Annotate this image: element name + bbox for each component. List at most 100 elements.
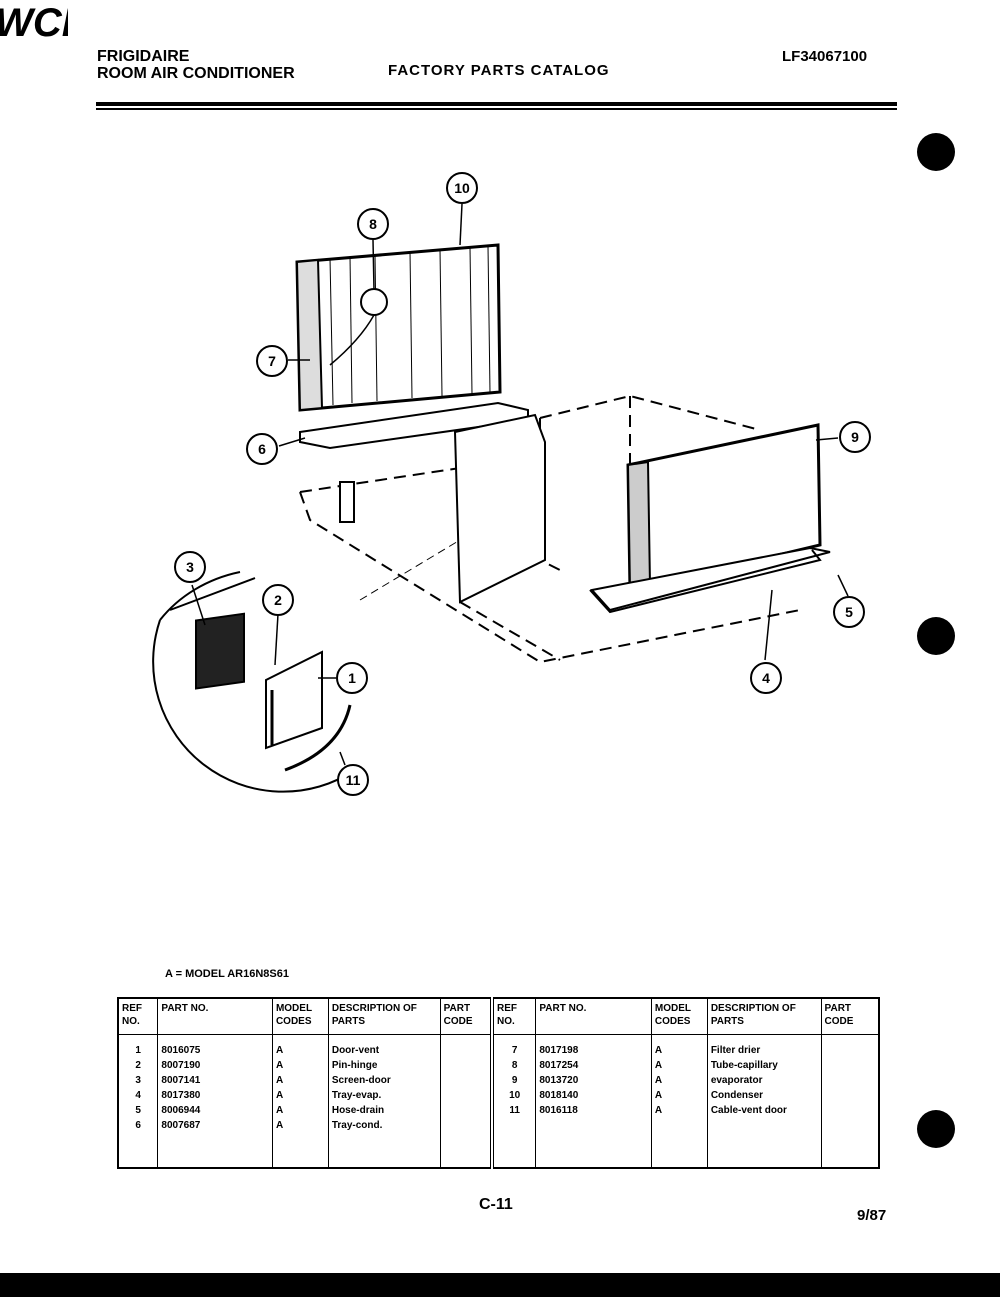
leader-lines <box>191 203 849 766</box>
ref-cell: 5 <box>135 1104 141 1116</box>
ref-cell: 6 <box>135 1119 141 1131</box>
binder-hole <box>917 133 955 171</box>
svg-text:1: 1 <box>348 670 356 686</box>
evaporator-coil <box>589 423 831 614</box>
model-code-cell: A <box>654 1059 663 1071</box>
svg-text:8: 8 <box>369 216 377 232</box>
description-cell: Pin-hinge <box>331 1059 378 1071</box>
description-cell: Tray-cond. <box>331 1119 383 1131</box>
model-code-cell: A <box>275 1089 284 1101</box>
svg-text:5: 5 <box>845 604 853 620</box>
callout-8: 8 <box>357 208 389 240</box>
description-column: Filter drier Tube-capillary evaporator C… <box>706 1034 822 1168</box>
document-number: LF34067100 <box>782 48 868 65</box>
svg-text:4: 4 <box>762 670 770 686</box>
brand-block: FRIGIDAIRE ROOM AIR CONDITIONER <box>97 48 295 82</box>
exploded-parts-diagram: 10 8 7 6 9 3 2 5 1 4 11 <box>152 172 871 796</box>
description-header: DESCRIPTION OF PARTS <box>327 998 441 1035</box>
part-cell: 8017198 <box>539 1044 579 1056</box>
model-code-column: A A A A A <box>650 1034 708 1168</box>
callout-5: 5 <box>833 596 865 628</box>
model-code-cell: A <box>275 1104 284 1116</box>
svg-text:7: 7 <box>268 353 276 369</box>
center-partition <box>339 413 546 604</box>
header-rule <box>96 102 897 106</box>
part-code-column <box>820 1034 879 1168</box>
svg-text:2: 2 <box>274 592 282 608</box>
ref-cell: 2 <box>135 1059 141 1071</box>
callout-10: 10 <box>446 172 478 204</box>
description-cell: Filter drier <box>710 1044 761 1056</box>
part-cell: 8018140 <box>539 1089 579 1101</box>
ref-cell: 3 <box>135 1074 141 1086</box>
ref-cell: 1 <box>135 1044 141 1056</box>
callout-11: 11 <box>337 764 369 796</box>
svg-text:9: 9 <box>851 429 859 445</box>
ref-cell: 8 <box>511 1059 518 1071</box>
model-code-cell: A <box>654 1104 663 1116</box>
detail-view <box>152 539 461 793</box>
wci-logo: WCI <box>0 1 74 45</box>
product-line: ROOM AIR CONDITIONER <box>97 65 295 82</box>
part-cell: 8007190 <box>161 1059 201 1071</box>
print-date: 9/87 <box>857 1207 887 1224</box>
description-cell: evaporator <box>710 1074 763 1086</box>
description-header: DESCRIPTION OF PARTS <box>706 998 822 1035</box>
condenser-coil <box>295 243 502 412</box>
part-code-header: PART CODE <box>820 998 879 1035</box>
model-code-cell: A <box>654 1044 663 1056</box>
binder-hole <box>917 1110 955 1148</box>
parts-table: REF NO. PART NO. MODEL CODES DESCRIPTION… <box>117 997 880 1169</box>
model-note: A = MODEL AR16N8S61 <box>165 968 289 980</box>
description-cell: Tray-evap. <box>331 1089 382 1101</box>
ref-cell: 10 <box>509 1089 521 1101</box>
model-code-cell: A <box>275 1059 284 1071</box>
callout-3: 3 <box>174 551 206 583</box>
part-no-header: PART NO. <box>157 998 273 1035</box>
binder-hole <box>917 617 955 655</box>
description-cell: Tube-capillary <box>710 1059 778 1071</box>
ref-no-header: REF NO. <box>489 998 536 1035</box>
ref-column: 7 8 9 10 11 <box>489 1034 536 1168</box>
callout-6: 6 <box>246 433 278 465</box>
part-cell: 8007141 <box>161 1074 201 1086</box>
part-cell: 8013720 <box>539 1074 579 1086</box>
svg-text:3: 3 <box>186 559 194 575</box>
part-code-header: PART CODE <box>439 998 492 1035</box>
header-rule-thin <box>96 108 897 110</box>
description-cell: Door-vent <box>331 1044 380 1056</box>
page-number: C-11 <box>479 1196 513 1213</box>
ref-cell: 9 <box>511 1074 518 1086</box>
part-no-header: PART NO. <box>535 998 652 1035</box>
callout-2: 2 <box>262 584 294 616</box>
part-cell: 8017254 <box>539 1059 579 1071</box>
model-codes-header: MODEL CODES <box>650 998 708 1035</box>
part-column: 8016075 8007190 8007141 8017380 8006944 … <box>157 1034 273 1168</box>
svg-text:6: 6 <box>258 441 266 457</box>
part-cell: 8017380 <box>161 1089 201 1101</box>
callout-1: 1 <box>336 662 368 694</box>
description-cell: Hose-drain <box>331 1104 385 1116</box>
ref-cell: 7 <box>511 1044 518 1056</box>
model-code-cell: A <box>275 1074 284 1086</box>
description-column: Door-vent Pin-hinge Screen-door Tray-eva… <box>327 1034 441 1168</box>
table-header-row: REF NO. PART NO. MODEL CODES DESCRIPTION… <box>118 998 879 1035</box>
svg-text:11: 11 <box>346 772 361 788</box>
model-code-cell: A <box>654 1074 663 1086</box>
model-code-cell: A <box>275 1119 284 1131</box>
logo-text: WCI <box>0 1 68 42</box>
description-cell: Condenser <box>710 1089 764 1101</box>
part-code-column <box>439 1034 492 1168</box>
ref-no-header: REF NO. <box>118 998 158 1035</box>
model-code-cell: A <box>275 1044 284 1056</box>
part-cell: 8007687 <box>161 1119 201 1131</box>
model-code-cell: A <box>654 1089 663 1101</box>
callout-4: 4 <box>750 662 782 694</box>
part-cell: 8016075 <box>161 1044 201 1056</box>
description-cell: Cable-vent door <box>710 1104 787 1116</box>
part-cell: 8016118 <box>539 1104 578 1116</box>
part-column: 8017198 8017254 8013720 8018140 8016118 <box>535 1034 652 1168</box>
ref-cell: 4 <box>135 1089 141 1101</box>
callout-7: 7 <box>256 345 288 377</box>
